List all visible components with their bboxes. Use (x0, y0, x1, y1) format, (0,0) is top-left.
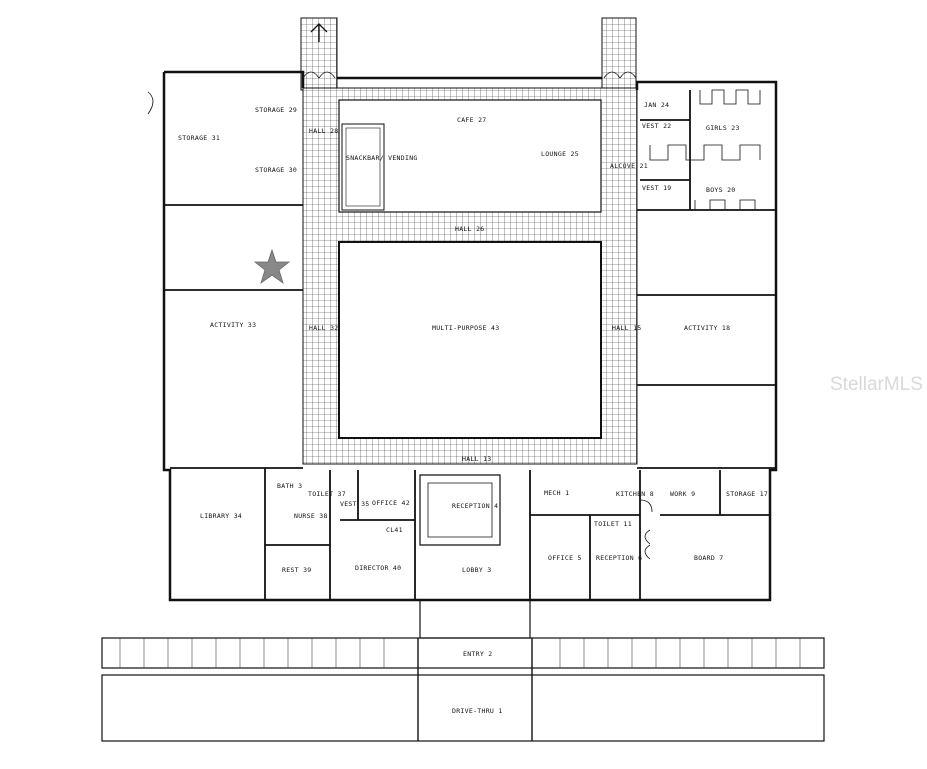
label-hall-28: HALL 28 (309, 127, 339, 135)
tiled-corridor (302, 87, 638, 465)
label-hall-26: HALL 26 (455, 225, 485, 233)
label-girls-23: GIRLS 23 (706, 124, 740, 132)
label-activity-18: ACTIVITY 18 (684, 324, 730, 332)
label-hall-15: HALL 15 (612, 324, 642, 332)
label-drive-thru-1: DRIVE-THRU 1 (452, 707, 503, 715)
reception-desk (419, 474, 501, 546)
label-activity-33: ACTIVITY 33 (210, 321, 256, 329)
north-arrow-icon (310, 23, 328, 42)
label-boys-20: BOYS 20 (706, 186, 736, 194)
east-wing-walls (637, 90, 776, 469)
door-swings (147, 71, 653, 560)
label-toilet-11: TOILET 11 (594, 520, 632, 528)
label-lounge-25: LOUNGE 25 (541, 150, 579, 158)
restroom-stalls (649, 89, 761, 211)
label-cafe-27: CAFE 27 (457, 116, 487, 124)
label-work-9: WORK 9 (670, 490, 695, 498)
label-library-34: LIBRARY 34 (200, 512, 242, 520)
label-vest-19: VEST 19 (642, 184, 672, 192)
label-hall-32: HALL 32 (309, 324, 339, 332)
label-lobby-3: LOBBY 3 (462, 566, 492, 574)
label-multipurpose-43: MULTI-PURPOSE 43 (432, 324, 499, 332)
label-vest-35: VEST 35 (340, 500, 370, 508)
label-board-7: BOARD 7 (694, 554, 724, 562)
label-storage-17: STORAGE 17 (726, 490, 768, 498)
label-storage-29: STORAGE 29 (255, 106, 297, 114)
label-storage-30: STORAGE 30 (255, 166, 297, 174)
label-storage-31: STORAGE 31 (178, 134, 220, 142)
outer-walls (162, 70, 778, 602)
entry-canopy (101, 599, 825, 742)
label-director-40: DIRECTOR 40 (355, 564, 401, 572)
label-mech: MECH 1 (544, 489, 569, 497)
label-rest-39: REST 39 (282, 566, 312, 574)
label-office-5: OFFICE 5 (548, 554, 582, 562)
canopy-columns (119, 638, 801, 668)
label-kitchen-8: KITCHEN 8 (616, 490, 654, 498)
label-entry-2: ENTRY 2 (463, 650, 493, 658)
south-wing-walls (264, 468, 770, 600)
snackbar-counter (341, 123, 385, 211)
watermark-text: StellarMLS (830, 374, 923, 395)
label-hall-13: HALL 13 (462, 455, 492, 463)
label-jan-24: JAN 24 (644, 101, 669, 109)
label-nurse-38: NURSE 38 (294, 512, 328, 520)
label-alcove-21: ALCOVE 21 (610, 162, 648, 170)
west-wing-walls (164, 204, 303, 469)
location-marker-star-icon (253, 248, 291, 285)
room-labels: STORAGE 29 STORAGE 31 STORAGE 30 HALL 28… (178, 101, 768, 715)
label-toilet-37: TOILET 37 (308, 490, 346, 498)
label-snackbar: SNACKBAR/ VENDING (346, 154, 418, 162)
label-vest-22: VEST 22 (642, 122, 672, 130)
label-reception-6: RECEPTION 6 (596, 554, 642, 562)
label-bath: BATH 3 (277, 482, 302, 490)
label-office-42: OFFICE 42 (372, 499, 410, 507)
label-cl-41: CL41 (386, 526, 403, 534)
label-reception-4: RECEPTION 4 (452, 502, 498, 510)
